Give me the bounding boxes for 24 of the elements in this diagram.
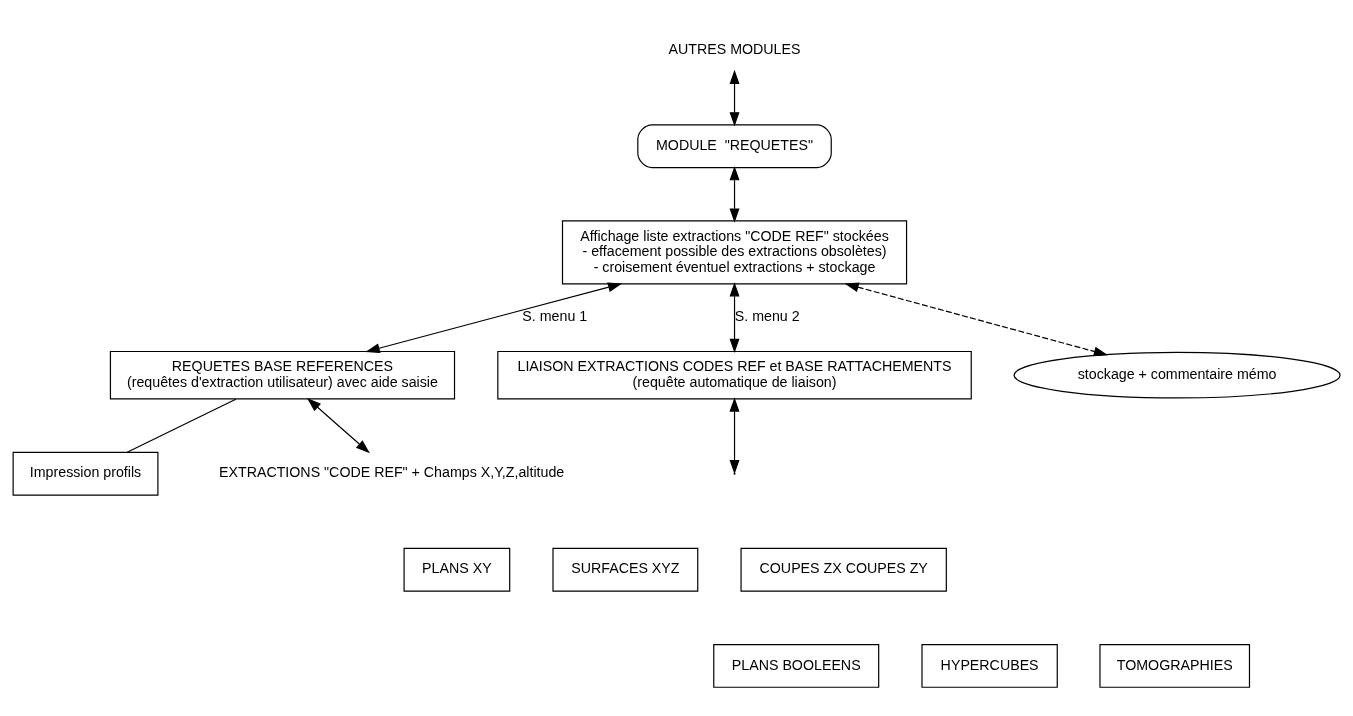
node-box: COUPES ZX COUPES ZY: [740, 547, 947, 592]
node-box: PLANS XY: [403, 547, 511, 592]
arrow: [365, 282, 623, 354]
node-box: Impression profils: [12, 451, 159, 496]
node-ellipse: stockage + commentaire mémo: [1013, 351, 1341, 399]
connector: [126, 398, 237, 453]
arrow: [729, 166, 740, 223]
node-box: REQUETES BASE REFERENCES (requêtes d'extraction utilisateur) avec aide saisie: [109, 350, 456, 400]
node-box: MODULE "REQUETES": [637, 124, 832, 169]
arrow: [729, 397, 740, 475]
node-box: HYPERCUBES: [921, 643, 1058, 688]
node-box: LIAISON EXTRACTIONS CODES REF et BASE RATTACHEMENTS (requête automatique de liaison): [497, 350, 972, 400]
node-box: TOMOGRAPHIES: [1099, 643, 1251, 688]
edge-label: S. menu 1: [522, 308, 588, 325]
node-box: PLANS BOOLEENS: [713, 643, 880, 688]
node-text: EXTRACTIONS "CODE REF" + Champs X,Y,Z,altitude: [219, 464, 565, 481]
node-box: SURFACES XYZ: [552, 547, 699, 592]
node-box: Affichage liste extractions "CODE REF" stockées - effacement possible des extractions obsolètes) - croisement éventuel extractions + stockage: [561, 220, 908, 285]
edge-label: S. menu 2: [734, 308, 800, 325]
arrow: [307, 397, 370, 454]
arrow: [729, 69, 740, 127]
arrow: [729, 282, 740, 354]
node-text: AUTRES MODULES: [668, 40, 801, 57]
arrow: [844, 282, 1109, 357]
